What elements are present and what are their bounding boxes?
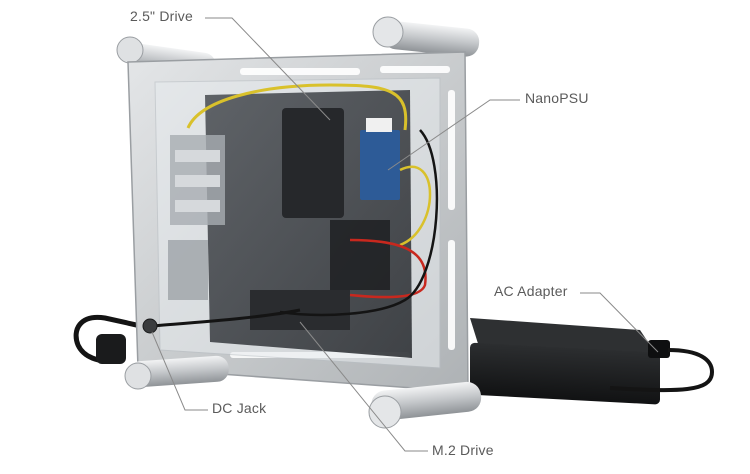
sata-connectors bbox=[330, 220, 390, 290]
standoff-bottom bbox=[124, 355, 482, 429]
ac-cable bbox=[609, 348, 715, 393]
nanopsu-board bbox=[360, 118, 400, 200]
dc-jack-wire bbox=[151, 308, 301, 328]
callout-m2-drive: M.2 Drive bbox=[432, 442, 494, 458]
ac-adapter bbox=[470, 318, 670, 405]
callout-ac-adapter: AC Adapter bbox=[494, 283, 568, 299]
leader-lines bbox=[151, 17, 659, 452]
leader-psu bbox=[387, 99, 520, 171]
leader-m2 bbox=[299, 321, 428, 452]
callout-25-drive: 2.5" Drive bbox=[130, 8, 193, 24]
black-wire bbox=[279, 129, 439, 317]
leader-dc bbox=[151, 331, 208, 411]
drive-25 bbox=[282, 108, 344, 218]
red-wire bbox=[349, 238, 427, 299]
dc-jack bbox=[142, 318, 158, 334]
callout-dc-jack: DC Jack bbox=[212, 400, 267, 416]
callout-nanopsu: NanoPSU bbox=[525, 90, 589, 106]
leader-drive bbox=[205, 17, 331, 121]
yellow-wire-2 bbox=[399, 165, 432, 247]
yellow-wire bbox=[186, 83, 408, 131]
cable-ferrite bbox=[96, 334, 126, 364]
leader-ac bbox=[580, 292, 659, 353]
